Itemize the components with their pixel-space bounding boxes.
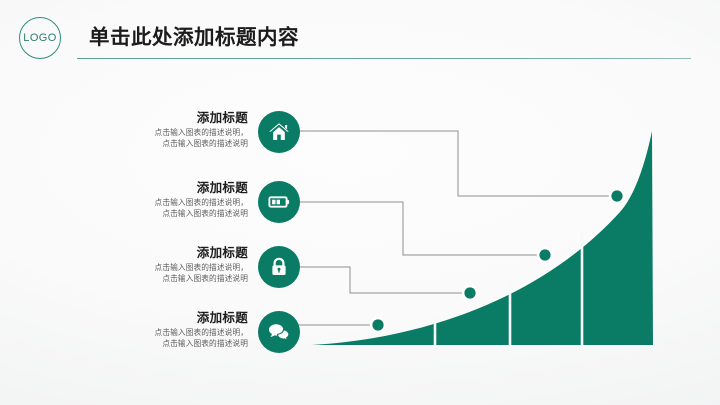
- item-text-block: 添加标题 点击输入图表的描述说明， 点击输入图表的描述说明: [68, 310, 248, 349]
- chart-markers: [369, 187, 626, 334]
- marker-dot-4: [611, 190, 623, 202]
- item-title: 添加标题: [196, 310, 248, 325]
- item-text-block: 添加标题 点击输入图表的描述说明， 点击输入图表的描述说明: [68, 180, 248, 219]
- marker-dot-1: [372, 319, 384, 331]
- title-divider: [77, 58, 691, 59]
- item-description-line: 点击输入图表的描述说明: [162, 209, 248, 218]
- item-title: 添加标题: [196, 180, 248, 195]
- item-description-line: 点击输入图表的描述说明: [162, 274, 248, 283]
- item-description-line: 点击输入图表的描述说明: [162, 139, 248, 148]
- item-description: 点击输入图表的描述说明， 点击输入图表的描述说明: [68, 197, 248, 219]
- list-item[interactable]: 添加标题 点击输入图表的描述说明， 点击输入图表的描述说明: [0, 110, 300, 156]
- logo-badge: LOGO: [19, 17, 61, 59]
- item-description-line: 点击输入图表的描述说明: [162, 339, 248, 348]
- item-description-line: 点击输入图表的描述说明，: [154, 128, 248, 137]
- item-text-block: 添加标题 点击输入图表的描述说明， 点击输入图表的描述说明: [68, 245, 248, 284]
- item-description-line: 点击输入图表的描述说明，: [154, 328, 248, 337]
- list-item[interactable]: 添加标题 点击输入图表的描述说明， 点击输入图表的描述说明: [0, 245, 300, 291]
- list-item[interactable]: 添加标题 点击输入图表的描述说明， 点击输入图表的描述说明: [0, 180, 300, 226]
- connector-lines: [295, 130, 617, 326]
- chart-dividers: [433, 232, 584, 345]
- logo-label: LOGO: [23, 32, 57, 44]
- lock-icon[interactable]: [258, 246, 300, 288]
- chat-icon[interactable]: [258, 311, 300, 353]
- marker-dot-2: [464, 287, 476, 299]
- home-icon[interactable]: [258, 111, 300, 153]
- item-description-line: 点击输入图表的描述说明，: [154, 198, 248, 207]
- item-text-block: 添加标题 点击输入图表的描述说明， 点击输入图表的描述说明: [68, 110, 248, 149]
- connector-line-2: [295, 201, 545, 256]
- connector-line-3: [295, 266, 470, 294]
- marker-dot-3: [539, 249, 551, 261]
- battery-icon[interactable]: [258, 181, 300, 223]
- chart-area: [312, 131, 653, 345]
- connector-line-1: [295, 130, 617, 197]
- item-description: 点击输入图表的描述说明， 点击输入图表的描述说明: [68, 327, 248, 349]
- item-description: 点击输入图表的描述说明， 点击输入图表的描述说明: [68, 127, 248, 149]
- page-title: 单击此处添加标题内容: [89, 25, 299, 49]
- item-description: 点击输入图表的描述说明， 点击输入图表的描述说明: [68, 262, 248, 284]
- item-title: 添加标题: [196, 110, 248, 125]
- list-item[interactable]: 添加标题 点击输入图表的描述说明， 点击输入图表的描述说明: [0, 310, 300, 356]
- item-description-line: 点击输入图表的描述说明，: [154, 263, 248, 272]
- item-title: 添加标题: [196, 245, 248, 260]
